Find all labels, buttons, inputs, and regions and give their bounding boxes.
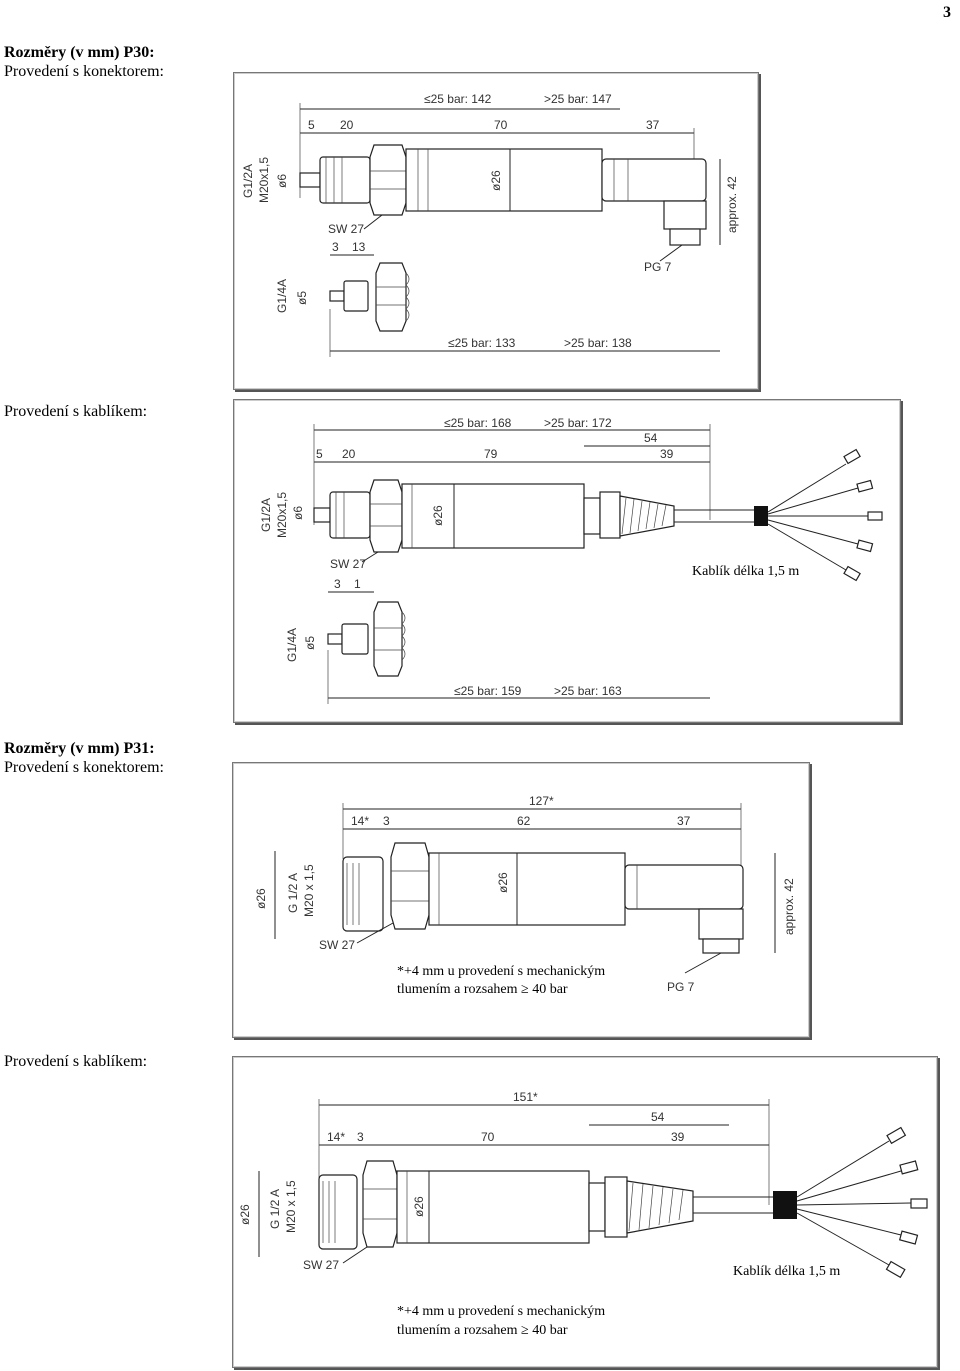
label-cable-length: Kablík délka 1,5 m bbox=[692, 564, 799, 579]
note-line-1: *+4 mm u provedení s mechanickým bbox=[397, 1304, 605, 1319]
dim-5: 5 bbox=[316, 447, 323, 461]
label-cable-length: Kablík délka 1,5 m bbox=[733, 1264, 840, 1279]
label-o26-left: ø26 bbox=[254, 888, 268, 909]
p30-cable-drawing: ≤25 bar: 168 >25 bar: 172 54 5 20 79 39 … bbox=[233, 399, 901, 723]
label-g12a: G1/2A bbox=[259, 498, 273, 532]
dim-13: 13 bbox=[352, 240, 366, 254]
label-pg7: PG 7 bbox=[667, 980, 695, 994]
dim-14: 14* bbox=[327, 1130, 345, 1144]
dim-bot-gt25: >25 bar: 138 bbox=[564, 336, 632, 350]
p30-connector-drawing: ≤25 bar: 142 >25 bar: 147 5 20 70 37 G1/… bbox=[233, 72, 759, 390]
label-o5: ø5 bbox=[295, 291, 309, 305]
dim-14: 14* bbox=[351, 814, 369, 828]
dim-39: 39 bbox=[660, 447, 674, 461]
note-line-1: *+4 mm u provedení s mechanickým bbox=[397, 964, 605, 979]
dim-37: 37 bbox=[677, 814, 691, 828]
p30-title: Rozměry (v mm) P30: bbox=[4, 44, 155, 61]
label-sw27: SW 27 bbox=[319, 938, 355, 952]
dim-3: 3 bbox=[332, 240, 339, 254]
label-approx: approx. 42 bbox=[725, 176, 739, 233]
dim-20: 20 bbox=[342, 447, 356, 461]
dim-bot-le25: ≤25 bar: 159 bbox=[454, 684, 522, 698]
p30-cable-heading: Provedení s kablíkem: bbox=[4, 403, 148, 420]
dim-151: 151* bbox=[513, 1090, 538, 1104]
label-o26: ø26 bbox=[496, 872, 510, 893]
dim-62: 62 bbox=[517, 814, 531, 828]
p31-title: Rozměry (v mm) P31: bbox=[4, 740, 155, 757]
label-g14a: G1/4A bbox=[285, 628, 299, 662]
dim-top-le25: ≤25 bar: 168 bbox=[444, 416, 512, 430]
dim-37: 37 bbox=[646, 118, 660, 132]
dim-127: 127* bbox=[529, 794, 554, 808]
dim-top-gt25: >25 bar: 172 bbox=[544, 416, 612, 430]
p31-connector-heading: Provedení s konektorem: bbox=[4, 759, 164, 776]
label-sw27: SW 27 bbox=[330, 557, 366, 571]
dim-54: 54 bbox=[651, 1110, 665, 1124]
label-pg7: PG 7 bbox=[644, 260, 672, 274]
label-g12a: G 1/2 A bbox=[268, 1189, 282, 1229]
note-line-2: tlumením a rozsahem ≥ 40 bar bbox=[397, 982, 568, 997]
label-g12a: G1/2A bbox=[241, 164, 255, 198]
label-o26: ø26 bbox=[412, 1196, 426, 1217]
p31-connector-drawing: 127* 14* 3 62 37 ø26 G 1/2 A M20 x 1,5 ø… bbox=[232, 762, 810, 1038]
label-o26: ø26 bbox=[489, 170, 503, 191]
label-sw27: SW 27 bbox=[303, 1258, 339, 1272]
dim-top-gt25: >25 bar: 147 bbox=[544, 92, 612, 106]
dim-70: 70 bbox=[481, 1130, 495, 1144]
dim-20: 20 bbox=[340, 118, 354, 132]
dim-3: 3 bbox=[383, 814, 390, 828]
dim-3: 3 bbox=[334, 577, 341, 591]
label-o6: ø6 bbox=[275, 174, 289, 188]
dim-bot-le25: ≤25 bar: 133 bbox=[448, 336, 516, 350]
label-m20: M20x1,5 bbox=[275, 492, 289, 538]
dim-5: 5 bbox=[308, 118, 315, 132]
label-o5: ø5 bbox=[303, 636, 317, 650]
label-m20: M20 x 1,5 bbox=[302, 864, 316, 917]
dim-top-le25: ≤25 bar: 142 bbox=[424, 92, 492, 106]
dim-3: 3 bbox=[357, 1130, 364, 1144]
label-o6: ø6 bbox=[291, 506, 305, 520]
note-line-2: tlumením a rozsahem ≥ 40 bar bbox=[397, 1323, 568, 1338]
p31-cable-drawing: 151* 54 14* 3 70 39 ø26 G 1/2 A M20 x 1,… bbox=[232, 1056, 938, 1368]
label-g14a: G1/4A bbox=[275, 279, 289, 313]
dim-1: 1 bbox=[354, 577, 361, 591]
label-approx: approx. 42 bbox=[782, 878, 796, 935]
p31-cable-heading: Provedení s kablíkem: bbox=[4, 1053, 148, 1070]
page-number: 3 bbox=[943, 4, 951, 21]
dim-bot-gt25: >25 bar: 163 bbox=[554, 684, 622, 698]
label-o26: ø26 bbox=[431, 505, 445, 526]
label-m20: M20 x 1,5 bbox=[284, 1180, 298, 1233]
dim-39: 39 bbox=[671, 1130, 685, 1144]
dim-79: 79 bbox=[484, 447, 498, 461]
label-m20: M20x1,5 bbox=[257, 157, 271, 203]
label-o26-left: ø26 bbox=[238, 1204, 252, 1225]
p30-connector-heading: Provedení s konektorem: bbox=[4, 63, 164, 80]
label-sw27: SW 27 bbox=[328, 222, 364, 236]
dim-54: 54 bbox=[644, 431, 658, 445]
dim-70: 70 bbox=[494, 118, 508, 132]
label-g12a: G 1/2 A bbox=[286, 873, 300, 913]
